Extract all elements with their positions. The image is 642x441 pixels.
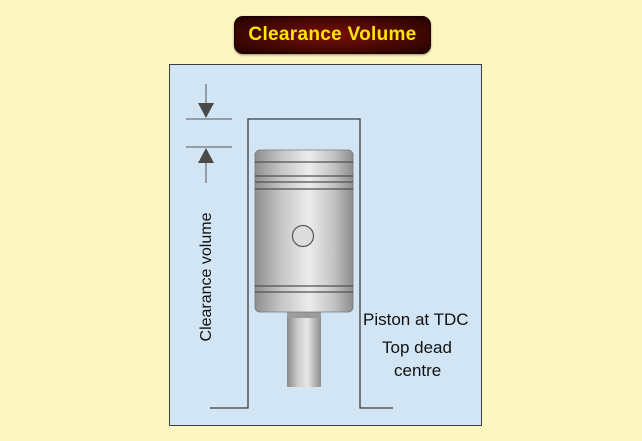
- arrow-down-icon: [198, 84, 214, 118]
- top-dead-label: Top dead: [382, 338, 452, 357]
- centre-label: centre: [394, 361, 442, 380]
- title-banner: Clearance Volume: [234, 16, 431, 54]
- arrow-up-icon: [198, 148, 214, 183]
- piston-rings: [255, 161, 353, 293]
- rod-collar: [287, 311, 321, 318]
- cylinder-wall: [210, 118, 393, 409]
- piston-at-tdc-label: Piston at TDC: [363, 310, 469, 329]
- clearance-volume-label: Clearance volume: [198, 212, 215, 342]
- diagram-title: Clearance Volume: [248, 24, 417, 45]
- connecting-rod: [287, 311, 321, 387]
- gudgeon-pin: [291, 224, 315, 248]
